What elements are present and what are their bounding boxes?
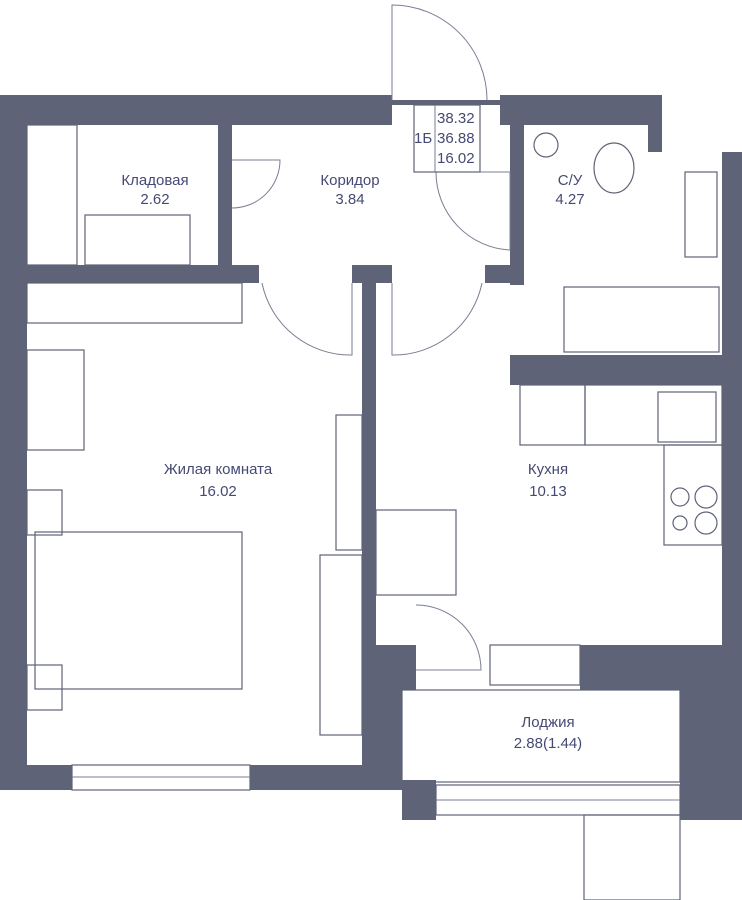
doors	[231, 4, 511, 671]
room-labels: Кладовая 2.62 Коридор 3.84 С/У 4.27 Жила…	[121, 172, 584, 752]
room-name-corridor: Коридор	[320, 172, 379, 189]
apartment-info: 1Б 38.32 36.88 16.02	[413, 104, 481, 173]
room-name-kitchen: Кухня	[528, 461, 568, 478]
room-area-storage: 2.62	[140, 191, 169, 208]
windows	[71, 689, 681, 900]
room-name-loggia: Лоджия	[521, 714, 574, 731]
furniture	[26, 124, 723, 736]
room-area-bathroom: 4.27	[555, 191, 584, 208]
living-area: 16.02	[437, 150, 475, 167]
room-area-corridor: 3.84	[335, 191, 364, 208]
room-area-loggia: 2.88(1.44)	[514, 735, 582, 752]
room-name-storage: Кладовая	[121, 172, 188, 189]
total-area: 38.32	[437, 110, 475, 127]
room-area-living: 16.02	[199, 483, 237, 500]
room-name-bathroom: С/У	[558, 172, 583, 189]
area-without-loggia: 36.88	[437, 130, 475, 147]
walls	[0, 95, 742, 820]
apartment-type: 1Б	[414, 130, 432, 147]
room-name-living: Жилая комната	[164, 461, 273, 478]
room-area-kitchen: 10.13	[529, 483, 567, 500]
